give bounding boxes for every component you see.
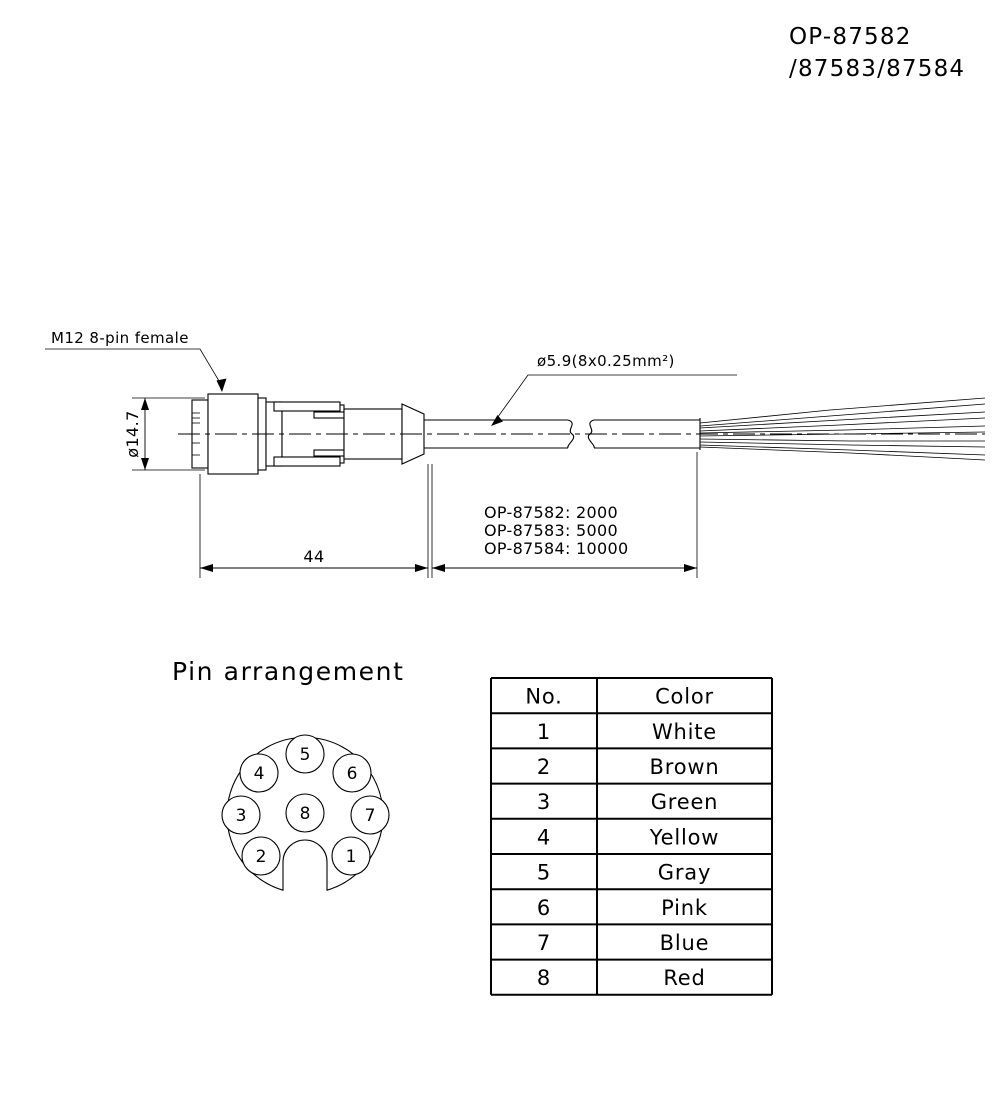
diameter-arrow-down (141, 458, 149, 470)
drawing-title: OP-87582 /87583/87584 (789, 24, 965, 82)
table-cell-color-4: Yellow (649, 825, 719, 849)
pin-3-label: 3 (236, 806, 247, 826)
title-line-2: /87583/87584 (789, 56, 965, 82)
cablelen-arrow-right (684, 564, 697, 572)
conductor-2 (699, 411, 986, 429)
table-header-color: Color (655, 685, 714, 709)
pin-8-label: 8 (300, 804, 311, 824)
table-cell-color-2: Brown (650, 755, 720, 779)
pin-5-label: 5 (300, 745, 311, 765)
cable-leader-line (494, 374, 737, 422)
pin-2-label: 2 (256, 847, 267, 867)
table-cell-no-4: 4 (537, 825, 551, 849)
pin-8: 8 (285, 793, 325, 833)
cable-diameter-callout: ø5.9(8x0.25mm²) (491, 352, 737, 426)
pin-4: 4 (239, 753, 279, 793)
diameter-arrow-up (141, 398, 149, 410)
table-cell-no-7: 7 (537, 931, 551, 955)
pin-6-label: 6 (347, 764, 358, 784)
connector-leader-arrowhead (216, 378, 227, 392)
connector-length-dimension: 44 (199, 464, 429, 578)
cable-length-dimension: OP-87582: 2000 OP-87583: 5000 OP-87584: … (431, 452, 698, 578)
pin-arrangement-heading: Pin arrangement (172, 657, 405, 686)
length-spec-87584: OP-87584: 10000 (484, 539, 628, 558)
gland-bottom-notch (313, 449, 345, 457)
pin-arrangement-section: Pin arrangement 4 5 6 (172, 657, 405, 891)
table-cell-no-5: 5 (537, 861, 551, 885)
table-cell-color-7: Blue (660, 931, 710, 955)
pin-circles: 4 5 6 3 8 (221, 734, 390, 876)
table-cell-no-8: 8 (537, 966, 551, 990)
cable-break-symbol-left (567, 419, 575, 449)
table-cell-color-8: Red (663, 966, 705, 990)
conductor-4 (699, 438, 985, 442)
pin-1-label: 1 (346, 847, 357, 867)
table-cell-no-2: 2 (537, 755, 551, 779)
wire-color-table: No. Color 1 White 2 Brown 3 Green 4 Yellow 5 Gray 6 P… (490, 677, 773, 996)
length-spec-87583: OP-87583: 5000 (484, 521, 618, 540)
length-spec-87582: OP-87582: 2000 (484, 503, 618, 522)
gland-top-notch (313, 411, 345, 419)
cablelen-arrow-left (432, 564, 445, 572)
conductor-4b (699, 441, 986, 448)
connector-callout: M12 8-pin female (45, 329, 227, 392)
pin-3: 3 (221, 795, 261, 835)
table-cell-color-1: White (652, 720, 717, 744)
connector-length-value: 44 (303, 547, 324, 566)
table-cell-no-6: 6 (537, 896, 551, 920)
connector-assembly-side-view (178, 393, 986, 475)
connector-note-label: M12 8-pin female (51, 329, 189, 347)
len44-arrow-right (415, 564, 428, 572)
pin-5: 5 (285, 734, 325, 774)
gland-bottom-step (273, 456, 341, 467)
len44-arrow-left (200, 564, 213, 572)
table-cell-color-5: Gray (658, 861, 711, 885)
pin-7-label: 7 (365, 806, 376, 826)
table-cell-color-3: Green (651, 790, 719, 814)
table-cell-no-1: 1 (537, 720, 551, 744)
pin-6: 6 (332, 753, 372, 793)
conductor-2b (699, 417, 986, 432)
pin-7: 7 (350, 795, 390, 835)
table-cell-color-6: Pink (661, 896, 708, 920)
gland-top-step (273, 401, 341, 412)
fanned-conductors (699, 397, 986, 461)
conductor-5b (699, 446, 986, 461)
body-diameter-value: ø14.7 (123, 410, 142, 457)
conductor-5 (699, 444, 986, 456)
pin-1: 1 (331, 836, 371, 876)
conductor-1 (699, 397, 986, 424)
conductor-3 (699, 425, 986, 434)
pin-4-label: 4 (254, 764, 265, 784)
body-diameter-dimension: ø14.7 (123, 397, 205, 471)
table-cell-no-3: 3 (537, 790, 551, 814)
pin-2: 2 (241, 836, 281, 876)
connector-leader-line (45, 348, 223, 387)
table-header-no: No. (525, 685, 562, 709)
cable-note-label: ø5.9(8x0.25mm²) (537, 352, 675, 370)
conductor-1b (699, 403, 986, 427)
title-line-1: OP-87582 (789, 24, 912, 50)
